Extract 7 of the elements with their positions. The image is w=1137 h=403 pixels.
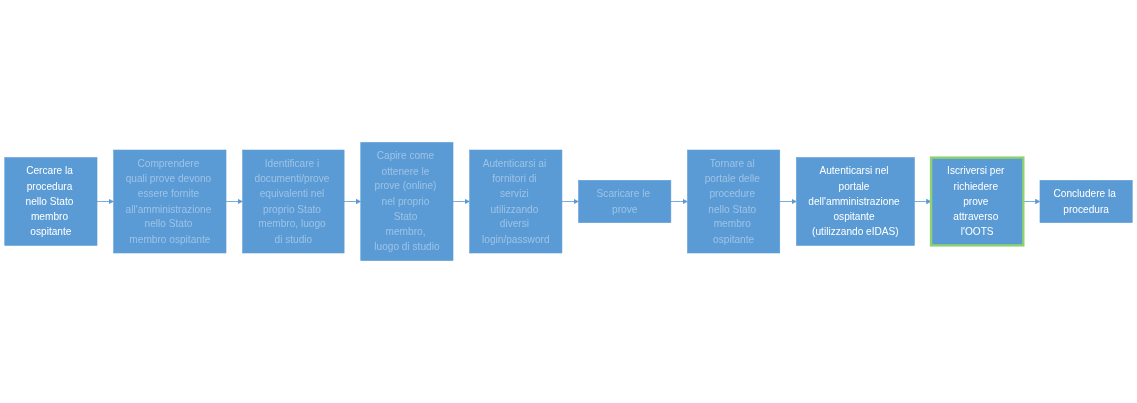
node-box: Cercare la procedura nello Stato membro ospitante [4,157,98,246]
node-box: Autenticarsi nel portale dell'amministrazione ospitante (utilizzando eIDAS) [796,157,915,246]
node-box: Scaricare le prove [578,180,672,223]
node-box: Iscriversi per richiedere prove attraverso l'OOTS [929,156,1025,247]
node-box: Tornare al portale delle procedure nello Stato membro ospitante [687,149,781,254]
node-box: Concludere la procedura [1039,180,1133,223]
node-box: Comprendere quali prove devono essere fornite all'amministrazione nello Stato membro ospitante [113,149,227,254]
